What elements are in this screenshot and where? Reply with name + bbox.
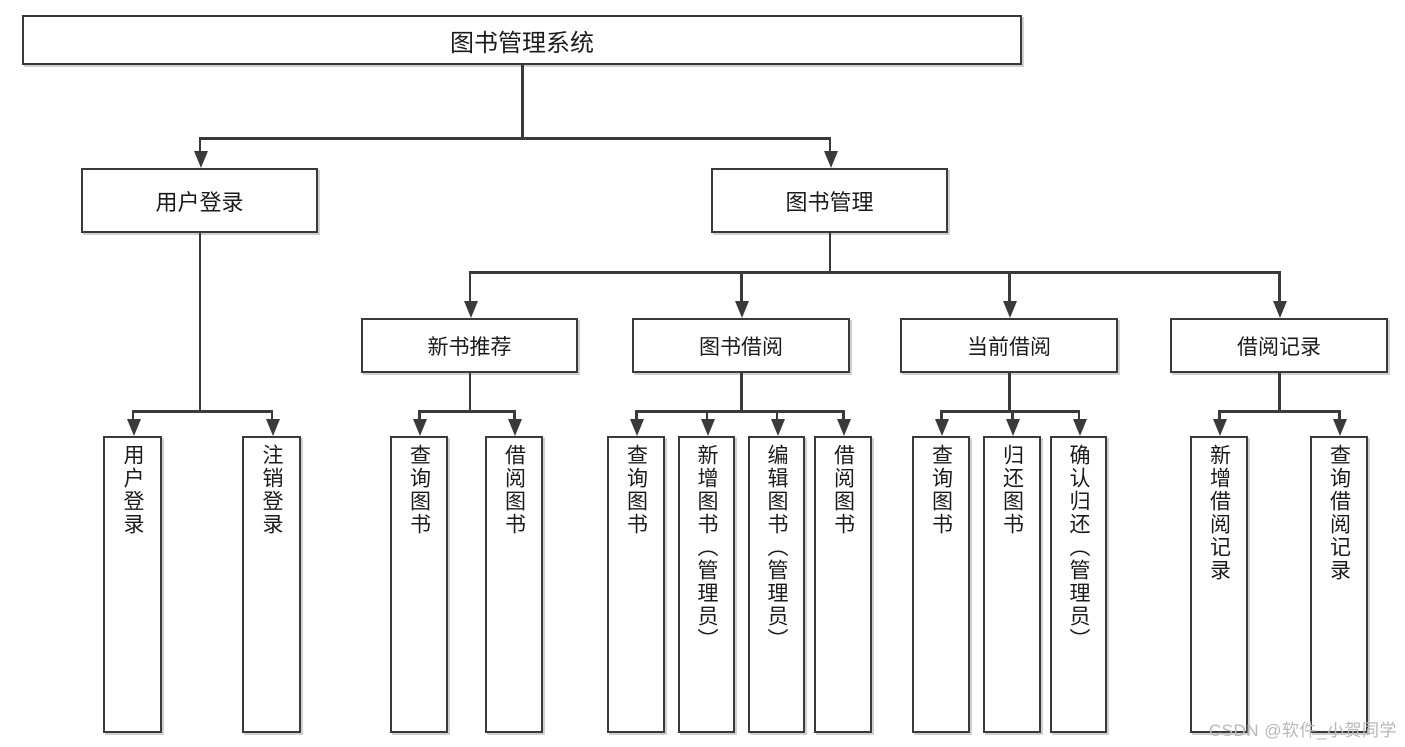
arrowhead-icon [770,419,785,436]
connector-drop [513,410,516,419]
connector-bus [636,410,843,413]
node-label: 查询图书 [407,444,431,536]
node-label: 查询借阅记录 [1327,444,1351,582]
node-leaf-add-record[interactable]: 新增借阅记录 [1190,436,1248,733]
connector-drop [1338,410,1341,419]
connector-drop [1077,410,1080,419]
connector-bus [469,271,1279,274]
node-label: 借阅记录 [1237,335,1321,359]
node-label: 图书管理系统 [450,29,594,57]
arrowhead-icon [1006,419,1020,436]
arrowhead-icon [1213,419,1227,436]
node-label: 用户登录 [121,444,144,536]
connector-bus [1219,410,1339,413]
arrowhead-icon [463,301,478,318]
arrowhead-icon [1072,419,1087,436]
connector-bus [132,410,272,413]
node-leaf-user-login[interactable]: 用户登录 [103,436,162,733]
connector-stem [828,233,831,271]
connector-drop [775,410,778,419]
node-label: 借阅图书 [502,444,526,536]
connector-bus [941,410,1079,413]
connector-bus [419,410,514,413]
node-label: 查询图书 [624,444,648,536]
node-leaf-query-book-1[interactable]: 查询图书 [390,436,448,733]
connector-drop [705,410,708,419]
node-borrow-record[interactable]: 借阅记录 [1170,318,1388,373]
connector-drop [740,271,743,301]
connector-drop [418,410,421,419]
node-label: 图书管理 [785,189,874,215]
node-label: 借阅图书 [831,444,855,536]
node-leaf-query-record[interactable]: 查询借阅记录 [1310,436,1368,733]
connector-drop [131,410,134,419]
node-label: 当前借阅 [967,335,1051,359]
node-leaf-borrow-book-2[interactable]: 借阅图书 [814,436,872,733]
node-label: 注销登录 [260,444,283,536]
arrowhead-icon [126,419,141,436]
connector-drop [940,410,943,419]
node-leaf-return-book[interactable]: 归还图书 [983,436,1041,733]
arrowhead-icon [735,301,749,318]
connector-stem [1008,373,1011,410]
node-new-book-recommend[interactable]: 新书推荐 [361,318,578,373]
node-leaf-logout[interactable]: 注销登录 [242,436,301,733]
node-leaf-confirm-return[interactable]: 确认归还（管理员） [1050,436,1107,733]
node-leaf-edit-book[interactable]: 编辑图书（管理员） [748,436,805,733]
node-leaf-borrow-book-1[interactable]: 借阅图书 [485,436,543,733]
arrowhead-icon [193,151,208,168]
node-leaf-query-book-2[interactable]: 查询图书 [607,436,665,733]
arrowhead-icon [700,419,715,436]
connector-drop [1011,410,1014,419]
arrowhead-icon [630,419,644,436]
node-leaf-add-book[interactable]: 新增图书（管理员） [678,436,735,733]
node-label: 新增图书（管理员） [695,444,718,651]
connector-drop [1218,410,1221,419]
node-leaf-query-book-3[interactable]: 查询图书 [912,436,970,733]
arrowhead-icon [823,151,838,168]
node-root[interactable]: 图书管理系统 [22,15,1022,65]
node-label: 查询图书 [929,444,953,536]
arrowhead-icon [265,419,280,436]
arrowhead-icon [935,419,949,436]
connector-drop [270,410,273,419]
node-label: 图书借阅 [699,335,783,359]
connector-drop [635,410,638,419]
connector-stem [1278,373,1281,410]
connector-drop [1008,271,1011,301]
connector-stem [468,373,471,410]
connector-stem [198,233,201,410]
watermark: CSDN @软件_小贺同学 [1208,721,1397,740]
connector-drop [468,271,471,301]
arrowhead-icon [1003,301,1017,318]
connector-drop [842,410,845,419]
connector-drop [1278,271,1281,301]
node-label: 新增借阅记录 [1207,444,1231,582]
arrowhead-icon [508,419,522,436]
node-label: 新书推荐 [427,335,512,359]
node-label: 确认归还（管理员） [1067,444,1090,651]
node-label: 用户登录 [155,189,244,215]
node-current-borrow[interactable]: 当前借阅 [900,318,1118,373]
arrowhead-icon [413,419,427,436]
connector-root-bus [199,137,830,140]
node-user-login[interactable]: 用户登录 [81,168,318,233]
connector-drop [828,137,831,151]
connector-drop [198,137,201,151]
connector-stem [740,373,743,410]
arrowhead-icon [1333,419,1347,436]
arrowhead-icon [837,419,851,436]
connector-root-stem [521,65,524,137]
node-book-manage[interactable]: 图书管理 [711,168,948,233]
arrowhead-icon [1273,301,1287,318]
node-book-borrow[interactable]: 图书借阅 [632,318,850,373]
node-label: 归还图书 [1000,444,1024,536]
node-label: 编辑图书（管理员） [765,444,788,651]
